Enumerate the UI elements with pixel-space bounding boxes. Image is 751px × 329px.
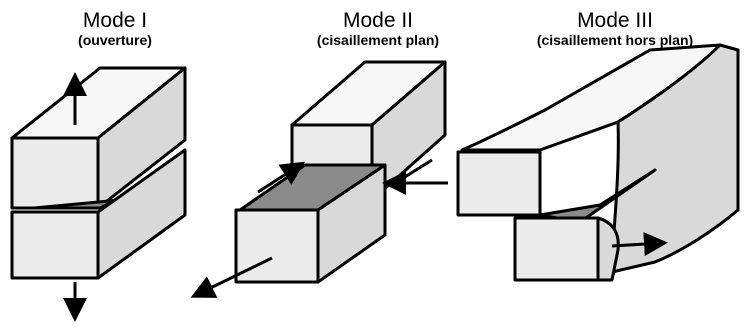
- mode-3-specimen: [456, 43, 740, 282]
- mode-3-upper-front-face: [456, 150, 542, 217]
- mode-3-side-face: [610, 43, 740, 274]
- mode-1-upper-front-face: [10, 136, 100, 210]
- mode-2-specimen: [234, 60, 447, 284]
- mode-1-specimen: [10, 66, 187, 280]
- mode-2-name: Mode II: [342, 9, 414, 32]
- mode-2-front-arrow: [190, 256, 273, 298]
- mode-1-subtitle: (ouverture): [78, 32, 152, 48]
- mode-2-back-arrow: [257, 161, 306, 194]
- mode-2-title: Mode II (cisaillement plan): [283, 10, 473, 47]
- mode-1-lower-block: [10, 148, 187, 280]
- mode-3-title: Mode III (cisaillement hors plan): [495, 10, 735, 47]
- mode-1-title: Mode I (ouverture): [60, 10, 170, 47]
- mode-3-name: Mode III: [577, 9, 653, 32]
- mode-3-arrows: [382, 171, 668, 257]
- mode-2-subtitle: (cisaillement plan): [316, 32, 440, 48]
- mode-3-subtitle: (cisaillement hors plan): [536, 32, 694, 48]
- mode-1-upper-block: [10, 66, 187, 210]
- mode-1-lower-front-face: [10, 210, 100, 280]
- mode-3-main-block: [456, 43, 740, 274]
- mode-1-name: Mode I: [82, 9, 148, 32]
- mode-3-lower-front-face: [513, 216, 600, 282]
- mode-3-lower-block: [513, 216, 620, 282]
- mode-3-right-arrow: [611, 232, 668, 257]
- mode-3-lower-side-face: [596, 216, 620, 282]
